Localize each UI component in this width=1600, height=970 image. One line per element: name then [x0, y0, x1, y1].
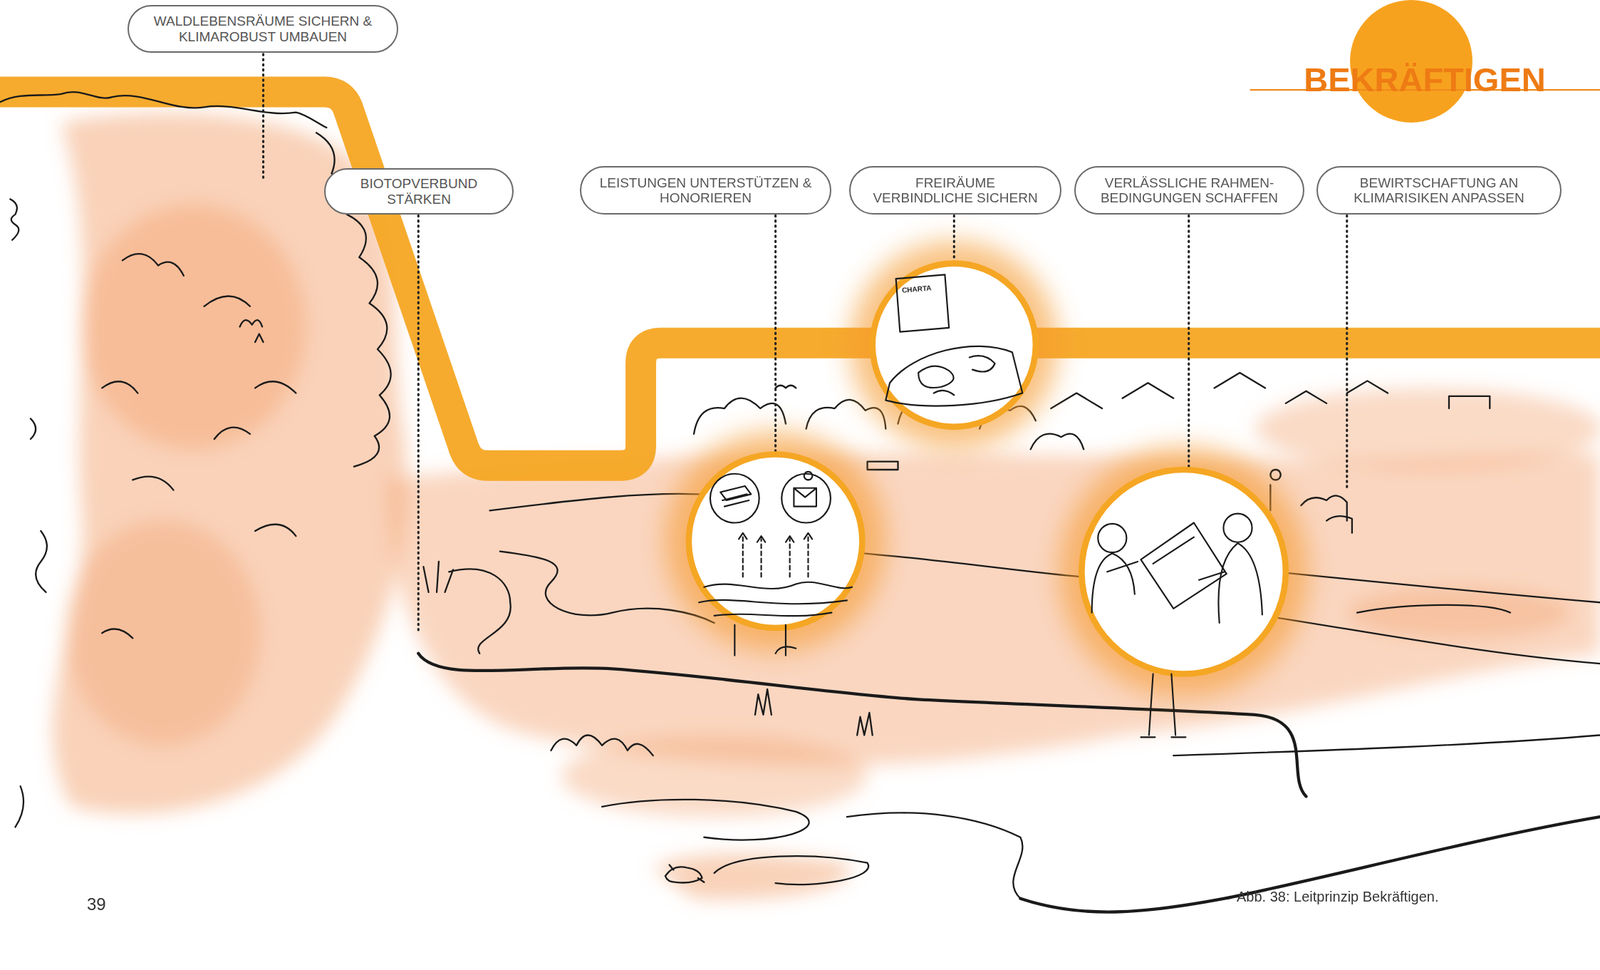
circle-sketch-part [738, 532, 813, 543]
pill-text: VERLÄSSLICHE RAHMEN- BEDINGUNGEN SCHAFFE… [1086, 175, 1293, 206]
leader-line-part [1345, 215, 1348, 488]
circle-sketch-part [1097, 523, 1127, 553]
watercolor-wash-part [66, 520, 261, 746]
pill-text-group: WALDLEBENSRÄUME SICHERN & KLIMAROBUST UM… [140, 13, 387, 45]
page-title: BEKRÄFTIGEN [1253, 62, 1596, 97]
watercolor-wash-part [81, 204, 307, 450]
watercolor-wash-part [1255, 387, 1600, 470]
pill-text-group: BEWIRTSCHAFTUNG AN KLIMARISIKEN ANPASSEN [1328, 175, 1550, 206]
leader-line-part [262, 54, 265, 179]
pill-text: FREIRÄUME VERBINDLICHE SICHERN [868, 175, 1043, 206]
leader-line-part [1187, 215, 1190, 470]
line-art-part [665, 864, 704, 882]
circle-sketch-part [720, 485, 751, 507]
illustration-circle-part [688, 454, 863, 629]
circle-sketch-part [1198, 542, 1263, 623]
leader-line-part [417, 215, 420, 633]
pill-text: BEWIRTSCHAFTUNG AN KLIMARISIKEN ANPASSEN [1328, 175, 1550, 206]
line-art-part [714, 855, 869, 885]
watercolor-wash-part [52, 112, 407, 814]
line-art-part [9, 198, 48, 827]
title-disc [1250, 0, 1600, 123]
watercolor-wash-part [561, 734, 868, 817]
label-pill: BEWIRTSCHAFTUNG AN KLIMARISIKEN ANPASSEN [1316, 165, 1562, 215]
pill-text-group: VERLÄSSLICHE RAHMEN- BEDINGUNGEN SCHAFFE… [1086, 175, 1293, 206]
figure-caption: Abb. 38: Leitprinzip Bekräftigen. [1236, 888, 1440, 905]
pill-text-group: BIOTOPVERBUND STÄRKEN [336, 175, 501, 207]
circle-sketch-part [793, 471, 817, 507]
circle-halo-part [1059, 446, 1309, 696]
line-art-part [1020, 816, 1600, 912]
label-pill: VERLÄSSLICHE RAHMEN- BEDINGUNGEN SCHAFFE… [1074, 165, 1305, 215]
circle-sketch-part [896, 274, 949, 332]
circle-sketch-part [1092, 552, 1138, 612]
line-art-part [0, 91, 327, 128]
label-pill: FREIRÄUME VERBINDLICHE SICHERN [849, 165, 1062, 215]
line-art-part [101, 253, 296, 638]
circle-halo [665, 240, 1308, 696]
circle-sketch-part [698, 582, 853, 616]
pill-text: LEISTUNGEN UNTERSTÜTZEN & HONORIEREN [588, 175, 824, 206]
line-art-part [490, 493, 1600, 756]
line-art [0, 91, 1600, 912]
circle-sketch-part [734, 624, 796, 656]
circle-sketch [698, 274, 1263, 737]
watercolor-wash-part [1347, 586, 1572, 639]
line-art-part [240, 319, 797, 388]
circle-sketch-part [885, 346, 1023, 407]
page-number: 39 [86, 894, 107, 914]
circle-halo-part [849, 240, 1058, 449]
label-pill: WALDLEBENSRÄUME SICHERN & KLIMAROBUST UM… [127, 4, 399, 53]
pill-text: BIOTOPVERBUND STÄRKEN [336, 175, 501, 207]
orange-band [0, 91, 1600, 466]
line-art-part [550, 688, 872, 756]
circle-sketch-part [710, 473, 760, 523]
line-art-part [423, 561, 454, 592]
circle-halo-part [665, 430, 886, 652]
watercolor-wash-part [653, 853, 850, 900]
pill-text: WALDLEBENSRÄUME SICHERN & KLIMAROBUST UM… [140, 13, 387, 45]
watercolor-wash [52, 112, 1600, 900]
label-pill: BIOTOPVERBUND STÄRKEN [324, 168, 514, 215]
title-disc-part [1349, 0, 1473, 123]
circle-sketch-part [1223, 513, 1252, 543]
line-art-part [601, 604, 1511, 899]
circle-sketch-part [781, 473, 831, 523]
pill-text-group: LEISTUNGEN UNTERSTÜTZEN & HONORIEREN [588, 175, 824, 206]
label-pill: LEISTUNGEN UNTERSTÜTZEN & HONORIEREN [579, 165, 832, 215]
leader-line-part [774, 215, 777, 454]
circle-sketch-part [1140, 673, 1186, 738]
pill-text-group: FREIRÄUME VERBINDLICHE SICHERN [868, 175, 1043, 206]
circle-sketch-part [1140, 522, 1227, 609]
watercolor-wash-part [387, 453, 1600, 766]
illustration-circle-part [1081, 469, 1286, 674]
circle-sketch-part [743, 535, 809, 577]
illustration-circle [688, 263, 1286, 674]
leader-line-part [953, 215, 956, 261]
illustration-circle-part [872, 263, 1036, 427]
